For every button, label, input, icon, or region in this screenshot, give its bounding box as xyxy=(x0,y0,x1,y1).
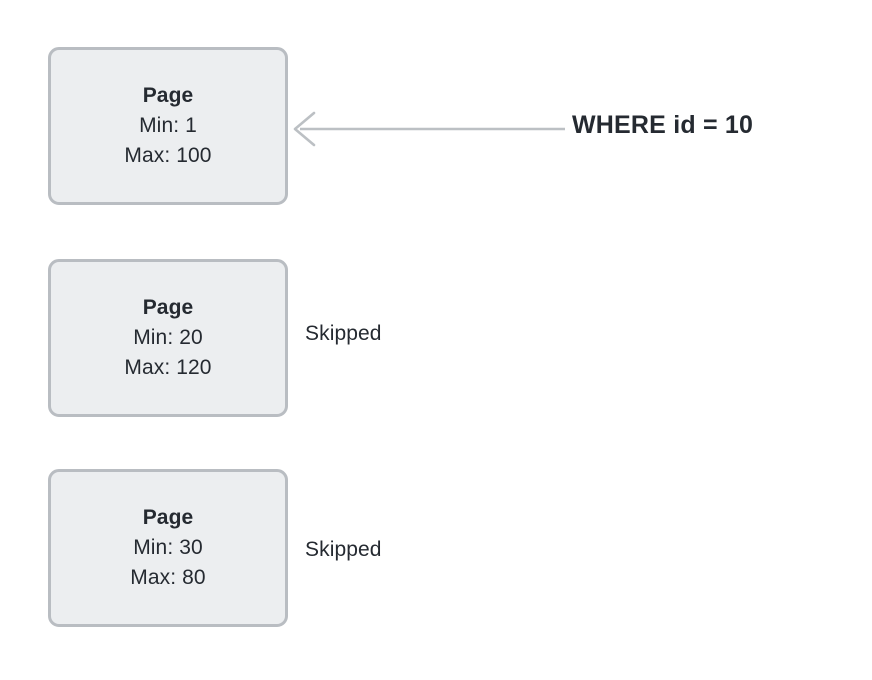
page-box-1[interactable]: Page Min: 1 Max: 100 xyxy=(48,47,288,205)
page-box-3[interactable]: Page Min: 30 Max: 80 xyxy=(48,469,288,627)
page-box-3-min: Min: 30 xyxy=(133,536,203,560)
page-box-2-max: Max: 120 xyxy=(124,355,212,379)
skipped-label-page-2: Skipped xyxy=(305,322,382,345)
page-box-2[interactable]: Page Min: 20 Max: 120 xyxy=(48,259,288,417)
page-box-2-min: Min: 20 xyxy=(133,326,203,350)
query-label: WHERE id = 10 xyxy=(572,111,754,139)
page-box-1-title: Page xyxy=(142,84,194,108)
page-box-2-title: Page xyxy=(142,296,194,320)
query-arrow-head-icon xyxy=(293,111,316,147)
page-box-1-max: Max: 100 xyxy=(124,143,212,167)
page-box-3-max: Max: 80 xyxy=(130,565,206,589)
skipped-label-page-3: Skipped xyxy=(305,538,382,561)
page-box-3-title: Page xyxy=(142,506,194,530)
page-box-1-min: Min: 1 xyxy=(139,114,197,138)
